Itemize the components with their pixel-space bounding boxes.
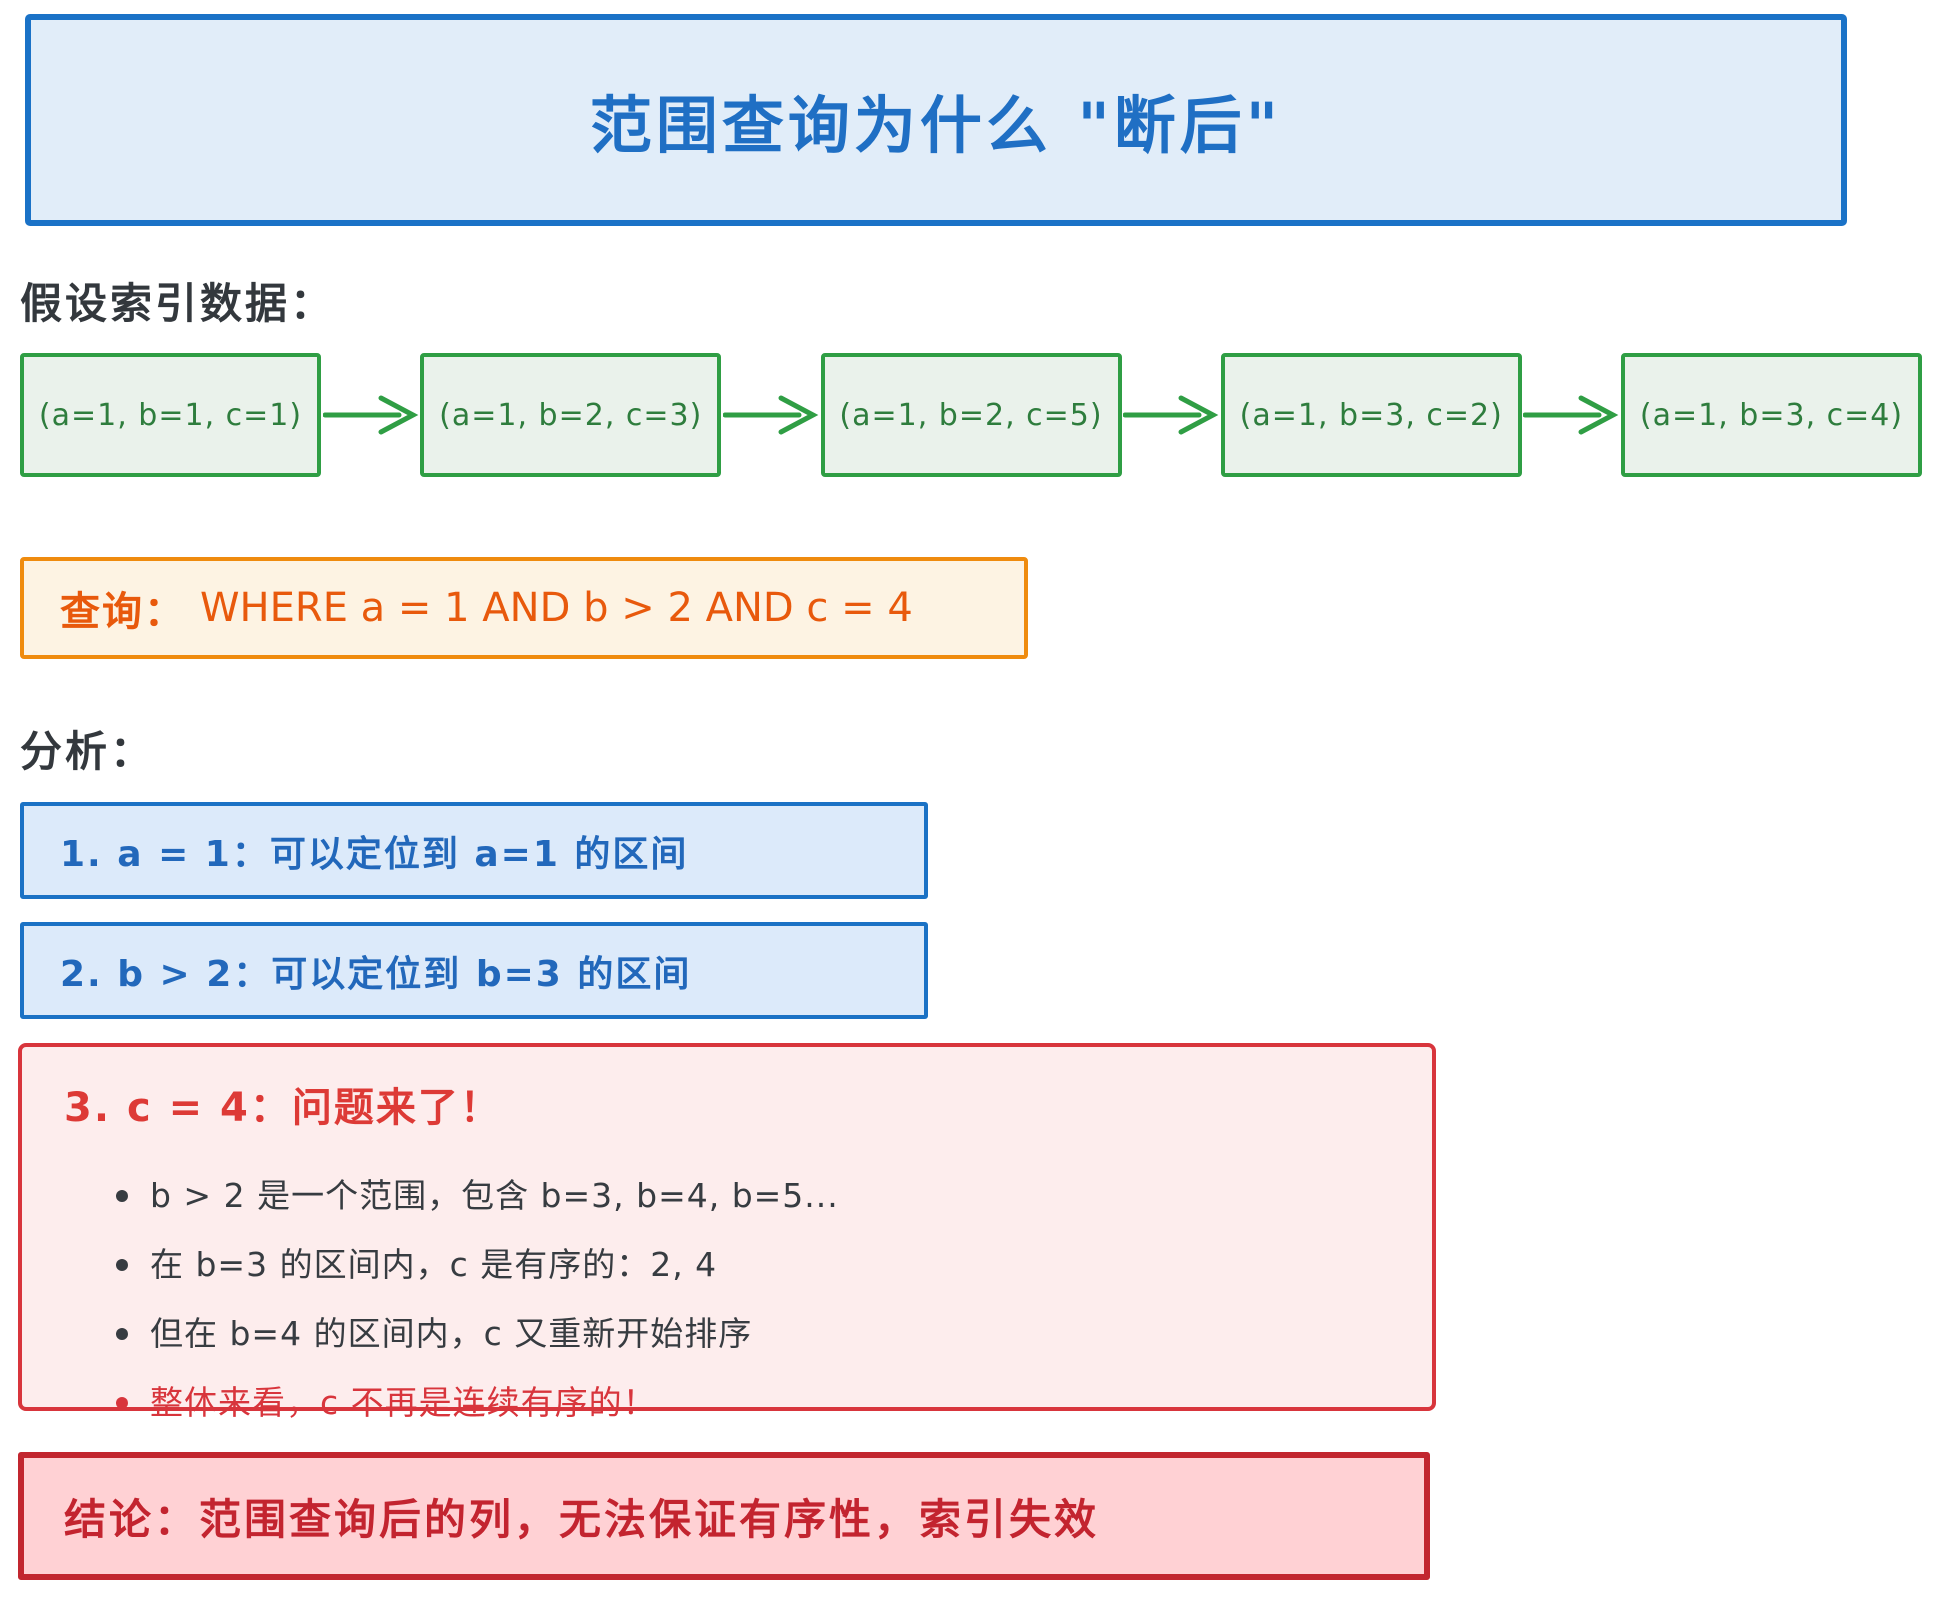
index-node: (a=1, b=1, c=1) — [20, 353, 321, 477]
analysis-step-2-text: 2. b > 2：可以定位到 b=3 的区间 — [60, 953, 692, 995]
index-data-label: 假设索引数据： — [20, 279, 336, 328]
arrow-right-icon — [1123, 393, 1219, 437]
arrow-right-icon — [322, 393, 419, 437]
problem-bullet-highlight: 整体来看，c 不再是连续有序的！ — [116, 1382, 1402, 1424]
index-node-value: (a=1, b=2, c=3) — [439, 397, 703, 433]
index-node-chain: (a=1, b=1, c=1) (a=1, b=2, c=3) (a=1, b=… — [20, 352, 1922, 478]
problem-bullet-text: 整体来看，c 不再是连续有序的！ — [150, 1383, 657, 1422]
index-node-value: (a=1, b=2, c=5) — [839, 397, 1103, 433]
index-node-value: (a=1, b=3, c=2) — [1239, 397, 1503, 433]
problem-bullet-text: b > 2 是一个范围，包含 b=3, b=4, b=5... — [150, 1176, 839, 1215]
problem-bullet-text: 在 b=3 的区间内，c 是有序的：2, 4 — [150, 1245, 718, 1284]
title-box: 范围查询为什么 "断后" — [25, 14, 1847, 226]
problem-bullet: 但在 b=4 的区间内，c 又重新开始排序 — [116, 1313, 1402, 1355]
query-box: 查询： WHERE a = 1 AND b > 2 AND c = 4 — [20, 557, 1028, 659]
bullet-dot-icon — [116, 1328, 128, 1340]
query-label: 查询： — [60, 589, 186, 635]
index-node-value: (a=1, b=3, c=4) — [1639, 397, 1904, 433]
analysis-step-1-text: 1. a = 1：可以定位到 a=1 的区间 — [60, 833, 689, 875]
arrow-right-icon — [722, 393, 819, 437]
index-node: (a=1, b=2, c=5) — [820, 353, 1122, 477]
index-node: (a=1, b=3, c=4) — [1621, 353, 1922, 477]
problem-bullet: 在 b=3 的区间内，c 是有序的：2, 4 — [116, 1244, 1402, 1286]
query-clause: WHERE a = 1 AND b > 2 AND c = 4 — [200, 585, 913, 631]
analysis-label: 分析： — [20, 727, 156, 776]
bullet-dot-icon — [116, 1397, 128, 1409]
problem-bullet-text: 但在 b=4 的区间内，c 又重新开始排序 — [150, 1314, 753, 1353]
problem-bullet-list: b > 2 是一个范围，包含 b=3, b=4, b=5... 在 b=3 的区… — [116, 1175, 1402, 1424]
analysis-step-2-box: 2. b > 2：可以定位到 b=3 的区间 — [20, 922, 928, 1019]
conclusion-box: 结论：范围查询后的列，无法保证有序性，索引失效 — [18, 1452, 1430, 1580]
problem-box: 3. c = 4：问题来了！ b > 2 是一个范围，包含 b=3, b=4, … — [18, 1043, 1436, 1422]
conclusion-text: 结论：范围查询后的列，无法保证有序性，索引失效 — [64, 1494, 1100, 1544]
problem-heading: 3. c = 4：问题来了！ — [64, 1085, 502, 1131]
page-title: 范围查询为什么 "断后" — [589, 89, 1283, 162]
bullet-dot-icon — [116, 1259, 128, 1271]
problem-bullet: b > 2 是一个范围，包含 b=3, b=4, b=5... — [116, 1175, 1402, 1217]
analysis-step-1-box: 1. a = 1：可以定位到 a=1 的区间 — [20, 802, 928, 899]
index-node-value: (a=1, b=1, c=1) — [38, 397, 303, 433]
index-node: (a=1, b=3, c=2) — [1220, 353, 1522, 477]
arrow-right-icon — [1523, 393, 1619, 437]
index-node: (a=1, b=2, c=3) — [420, 353, 722, 477]
bullet-dot-icon — [116, 1190, 128, 1202]
